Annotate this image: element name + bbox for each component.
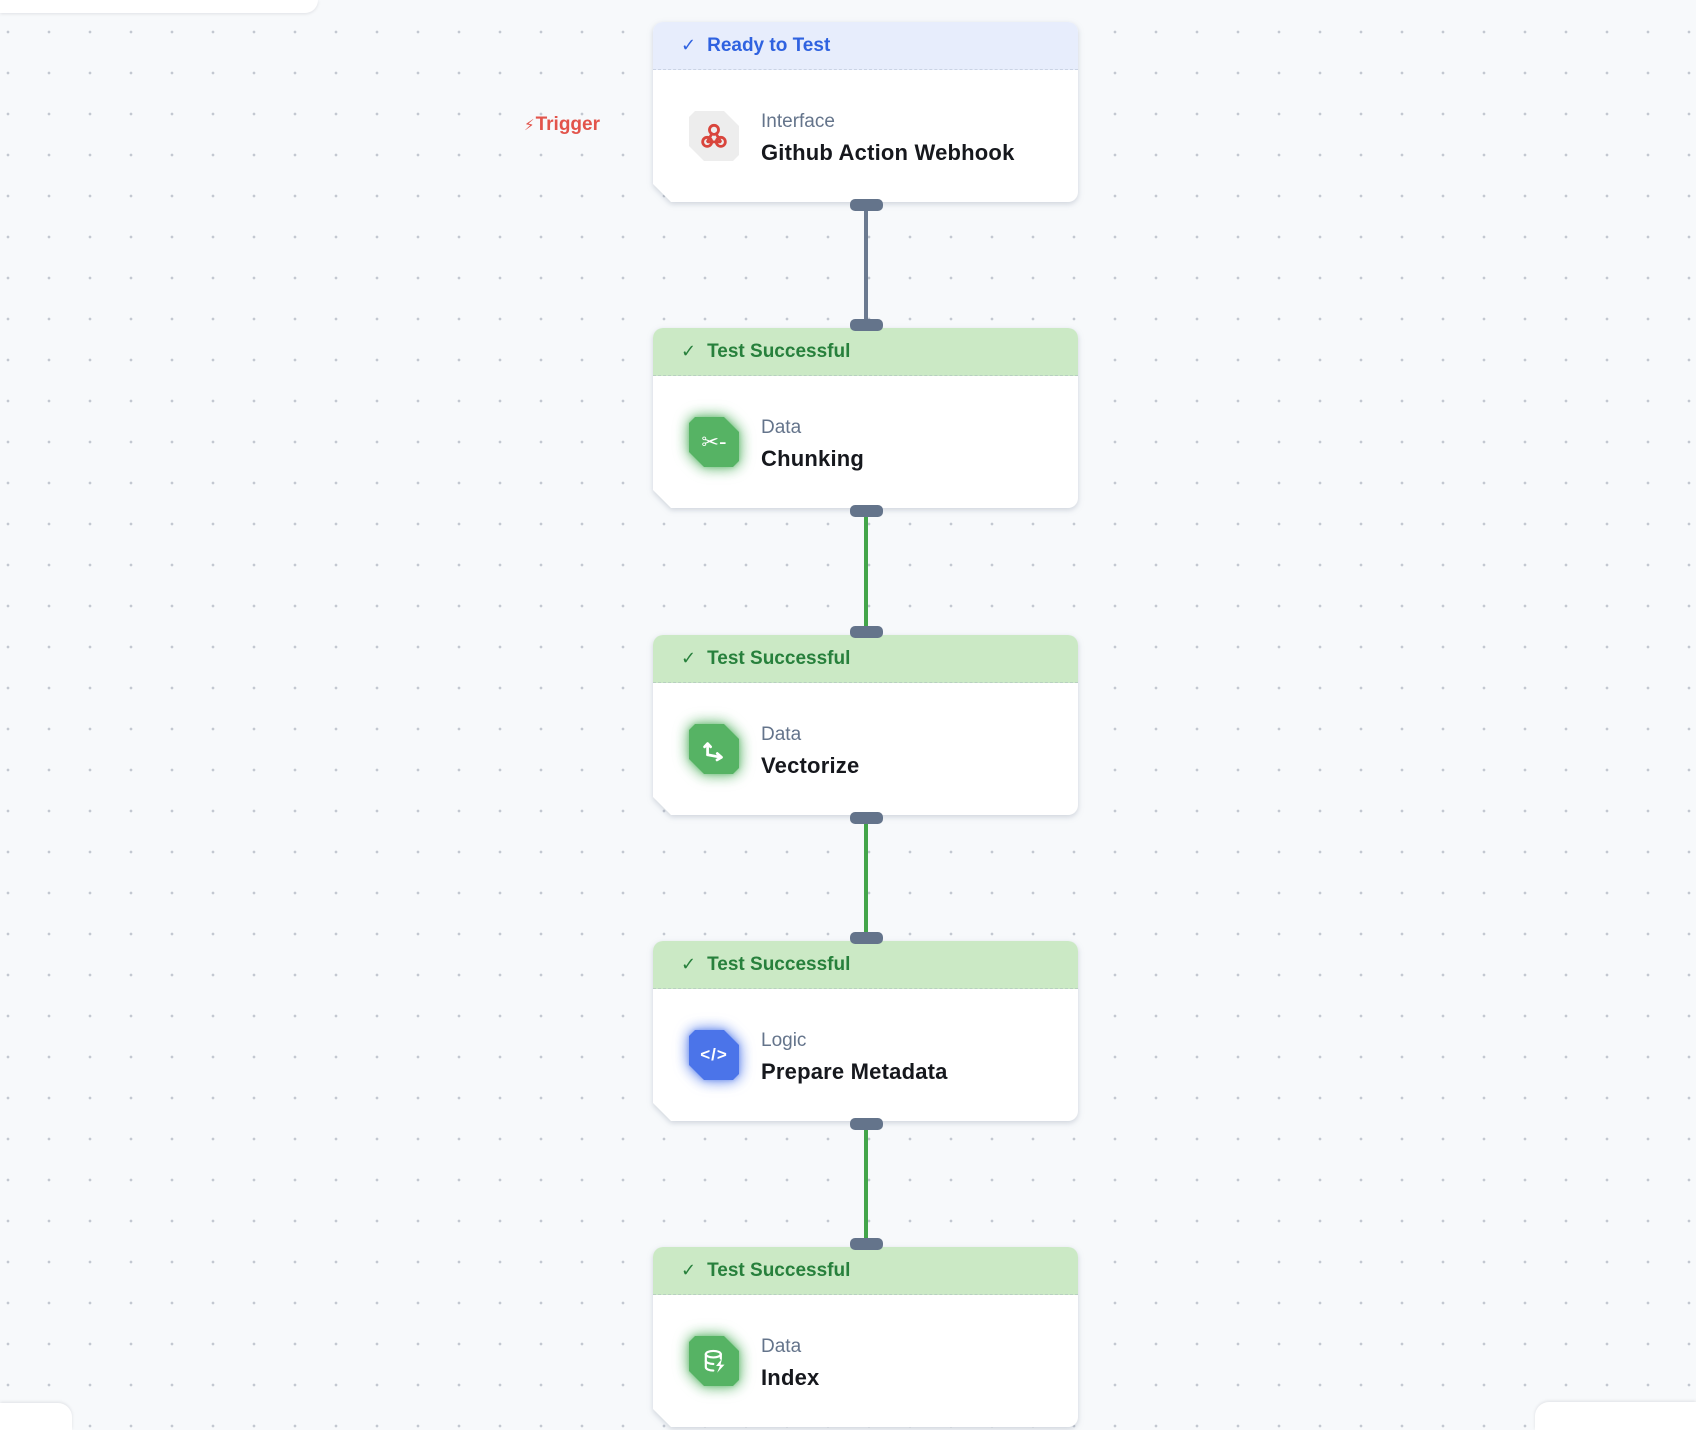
connection-handle[interactable] [849, 812, 883, 824]
node-status-header: ✓ Test Successful [653, 635, 1078, 683]
node-status-label: Test Successful [707, 340, 851, 362]
connector-line [864, 202, 868, 328]
lightning-icon: ⚡ [524, 116, 535, 134]
workflow-node-github-action-webhook[interactable]: ✓ Ready to Test [653, 22, 1078, 202]
node-title: Prepare Metadata [761, 1058, 948, 1084]
connector-line [864, 1121, 868, 1247]
workflow-node-prepare-metadata[interactable]: ✓ Test Successful </> Logic Prepare Meta… [653, 941, 1078, 1121]
node-category: Data [761, 1335, 802, 1357]
connection-handle[interactable] [849, 932, 883, 944]
code-icon: </> [689, 1030, 739, 1080]
workflow-node-vectorize[interactable]: ✓ Test Successful [653, 635, 1078, 815]
node-status-label: Test Successful [707, 953, 851, 975]
check-icon: ✓ [681, 954, 697, 974]
node-title: Chunking [761, 445, 865, 471]
node-category: Interface [761, 110, 835, 132]
scissors-icon: ✂- [689, 417, 739, 467]
node-category: Data [761, 723, 802, 745]
connection-handle[interactable] [849, 319, 883, 331]
vector-arrows-icon [689, 724, 739, 774]
node-status-header: ✓ Test Successful [653, 941, 1078, 989]
node-status-header: ✓ Ready to Test [653, 22, 1078, 70]
connector-line [864, 815, 868, 941]
connection-handle[interactable] [849, 626, 883, 638]
node-category: Data [761, 416, 802, 438]
node-status-label: Test Successful [707, 1259, 851, 1281]
node-status-label: Ready to Test [707, 34, 831, 56]
connection-handle[interactable] [849, 1118, 883, 1130]
node-category: Logic [761, 1029, 807, 1051]
connector-line [864, 508, 868, 635]
bottom-left-panel-edge [0, 1403, 72, 1430]
top-left-panel-edge [0, 0, 318, 13]
node-title: Github Action Webhook [761, 139, 1015, 165]
database-bolt-icon [689, 1336, 739, 1386]
node-status-header: ✓ Test Successful [653, 1247, 1078, 1295]
check-icon: ✓ [681, 341, 697, 361]
workflow-node-chunking[interactable]: ✓ Test Successful ✂- Data Chunking [653, 328, 1078, 508]
check-icon: ✓ [681, 648, 697, 668]
connection-handle[interactable] [849, 199, 883, 211]
node-status-header: ✓ Test Successful [653, 328, 1078, 376]
webhook-icon [689, 111, 739, 161]
node-title: Vectorize [761, 752, 860, 778]
trigger-label: Trigger [535, 114, 600, 135]
trigger-badge: ⚡ Trigger [470, 114, 600, 136]
bottom-right-panel-edge [1535, 1402, 1696, 1430]
node-title: Index [761, 1364, 820, 1390]
connection-handle[interactable] [849, 1238, 883, 1250]
node-status-label: Test Successful [707, 647, 851, 669]
connection-handle[interactable] [849, 505, 883, 517]
workflow-node-index[interactable]: ✓ Test Successful [653, 1247, 1078, 1427]
check-icon: ✓ [681, 35, 697, 55]
check-icon: ✓ [681, 1260, 697, 1280]
